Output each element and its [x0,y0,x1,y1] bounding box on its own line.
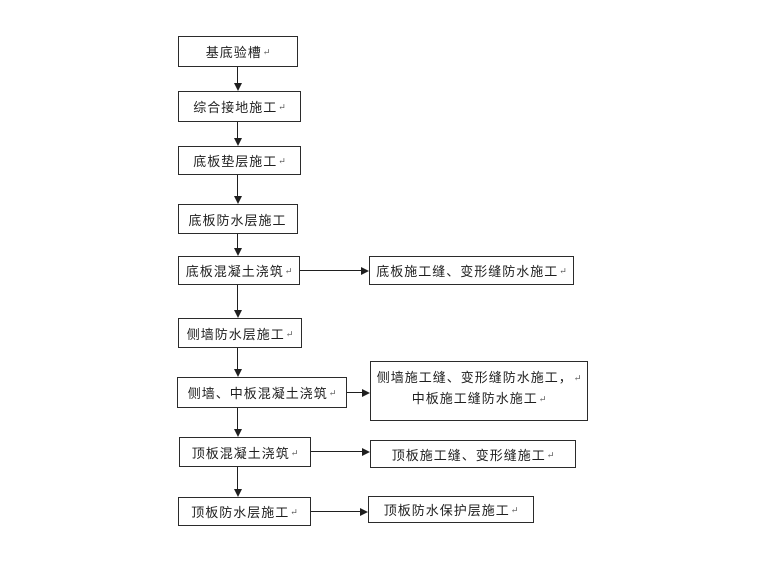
arrowhead-down-icon [233,429,242,437]
flow-branch-base-slab-joint-waterproofing: 底板施工缝、变形缝防水施工↵ [369,256,574,285]
flow-step-label: 顶板防水层施工 [191,505,290,520]
connector-step7-step8 [233,408,242,437]
flow-branch-label: 底板施工缝、变形缝防水施工 [376,264,559,279]
connector-line [236,348,239,369]
connector-step5-branch-a [300,266,369,275]
connector-line [236,285,239,310]
flow-step-label: 综合接地施工 [193,100,278,115]
connector-step2-step3 [233,122,242,146]
flow-step-comprehensive-grounding: 综合接地施工↵ [178,91,301,122]
flow-step-foundation-trench-inspection: 基底验槽↵ [178,36,298,67]
flow-branch-side-wall-middle-slab-joint-waterproofing: 侧墙施工缝、变形缝防水施工，↵ 中板施工缝防水施工↵ [370,361,588,421]
flow-step-label: 顶板混凝土浇筑 [191,445,290,461]
arrowhead-down-icon [233,489,242,497]
flow-step-base-slab-waterproof-layer: 底板防水层施工 [178,204,298,234]
arrowhead-down-icon [233,310,242,318]
arrowhead-right-icon [362,447,370,456]
connector-step5-step6 [233,285,242,318]
arrowhead-down-icon [233,369,242,377]
arrowhead-right-icon [360,507,368,516]
arrowhead-right-icon [362,388,370,397]
connector-step4-step5 [233,234,242,256]
connector-step8-branch-c [311,447,370,456]
flow-step-label: 侧墙、中板混凝土浇筑 [187,386,328,401]
return-mark-icon: ↵ [328,388,337,398]
return-mark-icon: ↵ [262,47,271,57]
connector-line [347,391,362,394]
flow-step-side-wall-waterproof-layer: 侧墙防水层施工↵ [178,318,302,348]
flow-branch-label: 中板施工缝防水施工 [411,391,538,406]
arrowhead-down-icon [233,83,242,91]
flow-step-label: 基底验槽 [205,45,262,60]
connector-step8-step9 [233,467,242,497]
flow-branch-label: 顶板施工缝、变形缝施工 [391,447,546,463]
return-mark-icon: ↵ [546,449,555,460]
flow-step-base-slab-cushion: 底板垫层施工↵ [178,146,301,175]
return-mark-icon: ↵ [559,266,567,276]
flow-branch-line-2: 中板施工缝防水施工↵ [412,388,547,409]
flow-branch-top-slab-joint-construction: 顶板施工缝、变形缝施工↵ [370,440,576,468]
connector-step9-branch-d [311,507,368,516]
flow-step-label: 底板防水层施工 [188,212,287,228]
connector-line [311,450,362,453]
connector-line [236,67,239,83]
flow-branch-line-1: 侧墙施工缝、变形缝防水施工，↵ [377,367,582,388]
flow-step-base-slab-concrete-pour: 底板混凝土浇筑↵ [178,256,300,285]
return-mark-icon: ↵ [278,156,286,166]
arrowhead-down-icon [233,248,242,256]
flow-step-side-wall-middle-slab-concrete-pour: 侧墙、中板混凝土浇筑↵ [177,377,347,408]
connector-line [236,408,239,429]
return-mark-icon: ↵ [278,102,286,112]
return-mark-icon: ↵ [538,394,547,404]
return-mark-icon: ↵ [573,373,582,383]
connector-line [300,269,361,272]
flow-branch-label: 顶板防水保护层施工 [383,503,510,518]
connector-line [236,467,239,489]
flow-branch-label: 侧墙施工缝、变形缝防水施工， [376,370,573,385]
flow-step-label: 底板混凝土浇筑 [185,264,284,279]
arrowhead-right-icon [361,266,369,275]
flow-step-top-slab-waterproof-layer: 顶板防水层施工↵ [178,497,311,526]
connector-line [236,175,239,196]
connector-step3-step4 [233,175,242,204]
flow-step-top-slab-concrete-pour: 顶板混凝土浇筑↵ [179,437,311,467]
return-mark-icon: ↵ [290,507,298,517]
connector-line [236,234,239,248]
flow-step-label: 侧墙防水层施工 [186,326,285,342]
connector-line [236,122,239,138]
return-mark-icon: ↵ [284,266,293,276]
connector-step6-step7 [233,348,242,377]
return-mark-icon: ↵ [510,505,519,515]
return-mark-icon: ↵ [285,328,294,339]
return-mark-icon: ↵ [290,447,299,458]
connector-step7-branch-b [347,388,370,397]
flow-branch-top-slab-waterproof-protection-layer: 顶板防水保护层施工↵ [368,496,534,523]
arrowhead-down-icon [233,196,242,204]
arrowhead-down-icon [233,138,242,146]
connector-line [311,510,360,513]
flow-step-label: 底板垫层施工 [193,154,278,169]
connector-step1-step2 [233,67,242,91]
